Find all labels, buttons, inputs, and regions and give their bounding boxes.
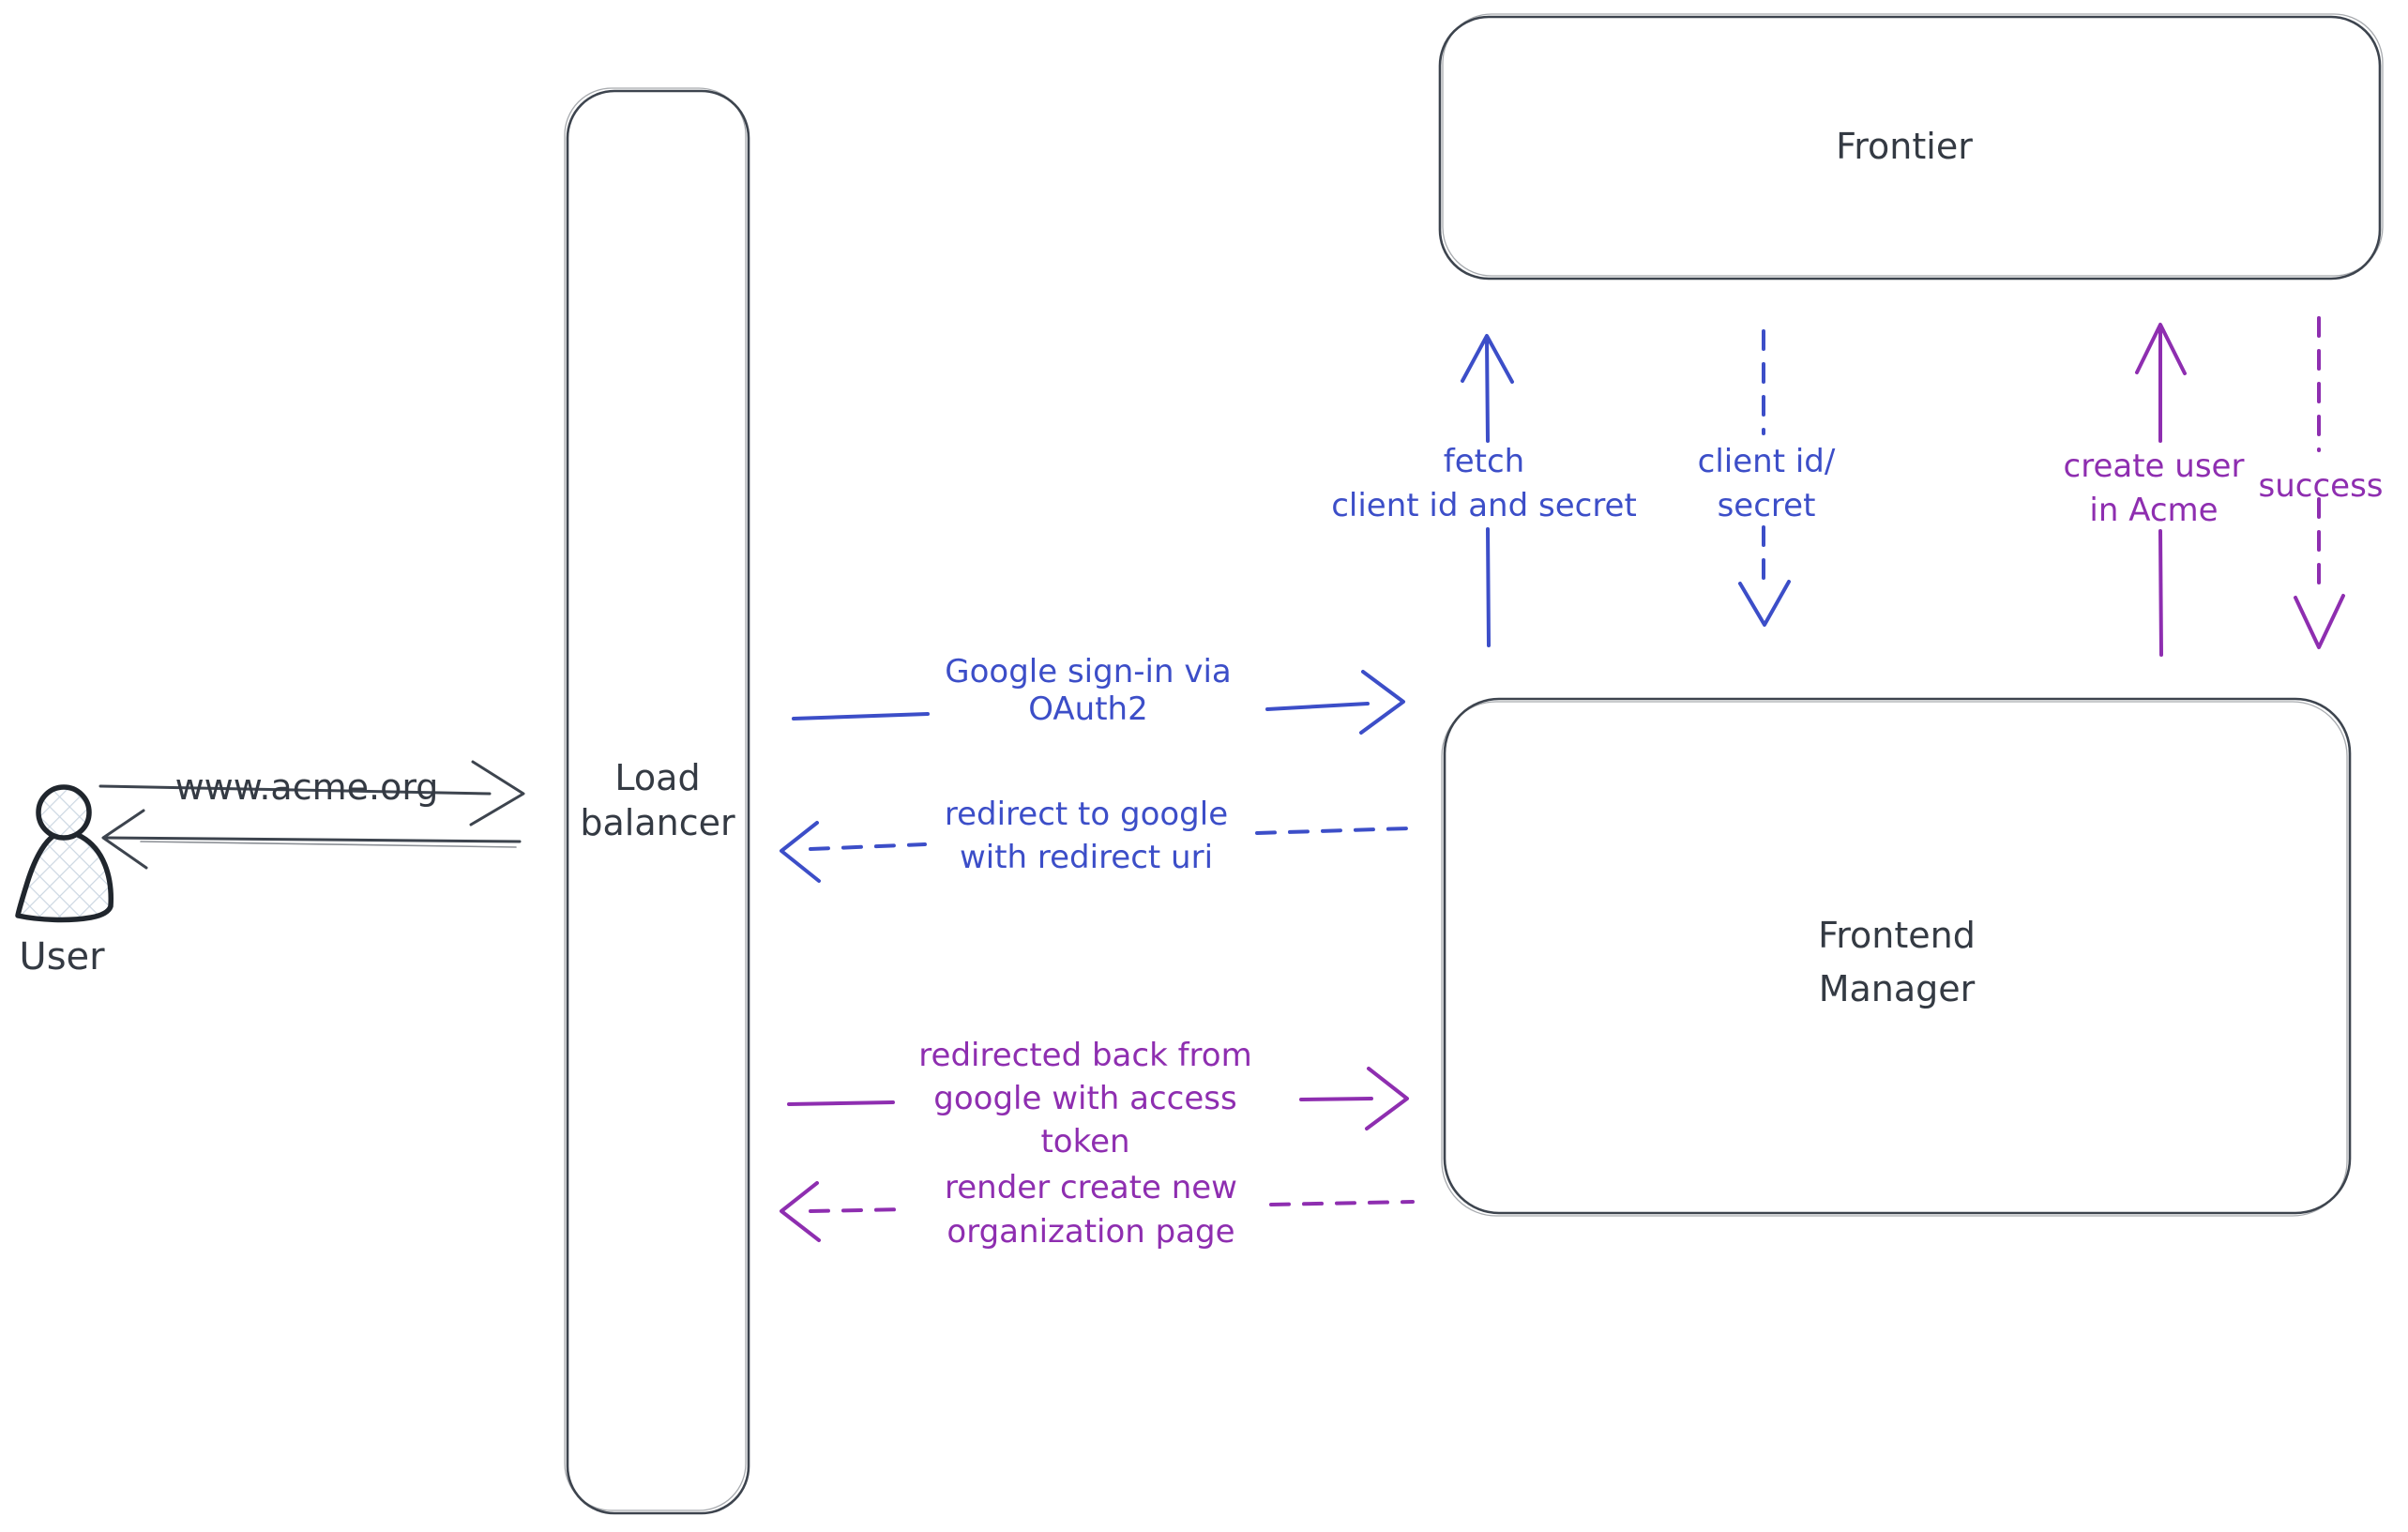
frontend-manager-box <box>1441 697 2352 1217</box>
load-balancer-box <box>564 87 750 1515</box>
arrow-render-create-org <box>780 1181 1415 1242</box>
arrow-success <box>2294 316 2345 649</box>
arrow-fetch-client-creds <box>1461 334 1514 647</box>
frontier-box <box>1438 13 2384 281</box>
arrow-www-request <box>98 760 525 827</box>
arrow-google-signin <box>792 670 1405 735</box>
user-head <box>36 784 92 841</box>
user-body <box>15 829 114 923</box>
arrow-create-user <box>2135 323 2187 657</box>
arrow-www-response <box>101 809 522 870</box>
arrow-redirect-google <box>780 821 1410 883</box>
arrow-redirected-back <box>787 1067 1409 1130</box>
user-figure <box>15 784 114 923</box>
arrow-client-id-secret <box>1738 329 1791 627</box>
